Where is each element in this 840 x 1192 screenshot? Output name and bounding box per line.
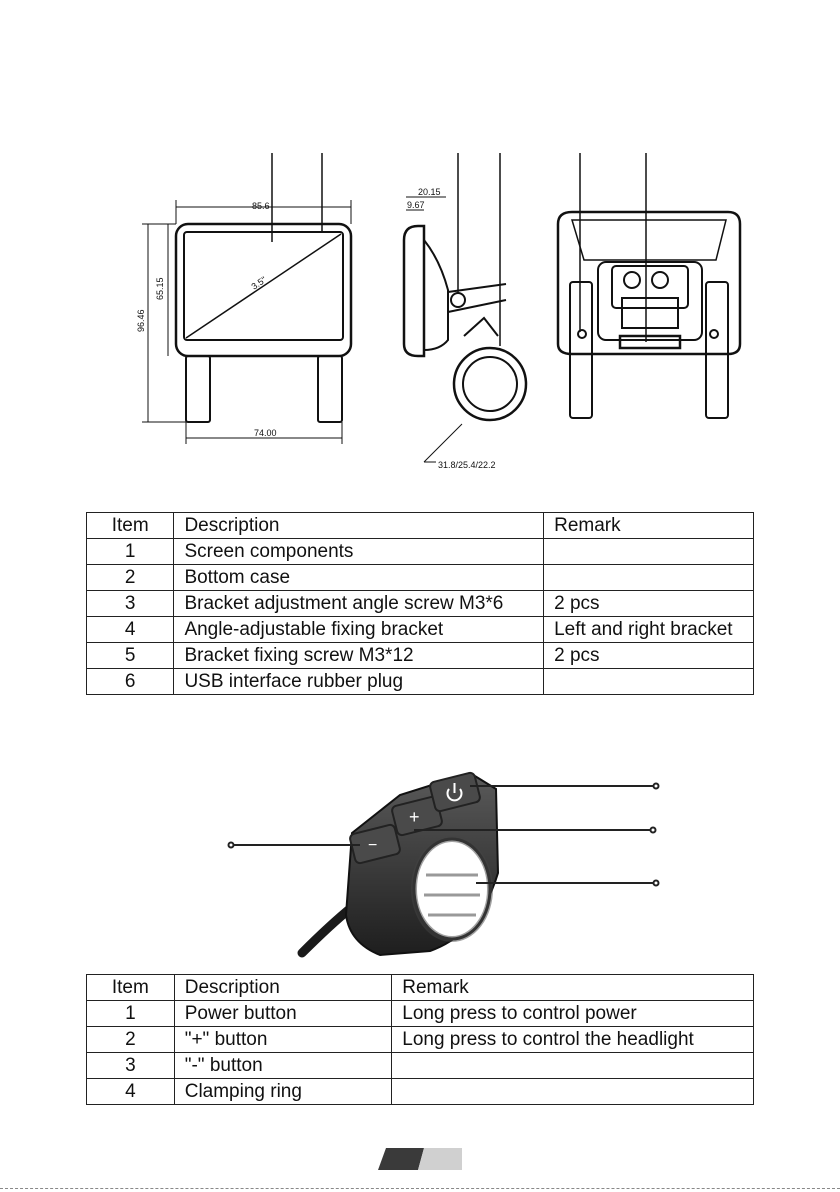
description-cell: Screen components	[173, 538, 545, 565]
item-cell: 2	[86, 1026, 175, 1053]
dim-clamp-diameters: 31.8/25.4/22.2	[438, 460, 496, 470]
item-cell: 4	[85, 616, 175, 643]
item-cell: 1	[86, 1000, 175, 1027]
description-cell: Bracket fixing screw M3*12	[173, 642, 545, 669]
item-cell: 6	[85, 668, 175, 695]
remark-cell	[391, 1078, 754, 1105]
technical-drawing: 85.6 65.15 96.46 74.00 3.5" 20.15 9.67 3…	[136, 153, 742, 470]
header-remark: Remark	[543, 512, 754, 539]
power-icon	[446, 783, 463, 802]
table-row: 4 Angle-adjustable fixing bracket Left a…	[85, 616, 754, 643]
table-row: 2 "+" button Long press to control the h…	[86, 1026, 754, 1053]
table-row: 5 Bracket fixing screw M3*12 2 pcs	[85, 642, 754, 669]
remark-cell: Left and right bracket	[543, 616, 754, 643]
dim-diagonal: 3.5"	[250, 275, 269, 292]
header-item: Item	[86, 974, 175, 1001]
minus-symbol: −	[368, 837, 377, 854]
remark-cell	[543, 538, 754, 565]
page-indicator	[378, 1148, 462, 1170]
remark-cell: Long press to control the headlight	[391, 1026, 754, 1053]
back-view	[556, 153, 742, 419]
table-header-row: Item Description Remark	[86, 974, 754, 1001]
remark-cell	[543, 668, 754, 695]
table-row: 1 Screen components	[85, 538, 754, 565]
description-cell: Angle-adjustable fixing bracket	[173, 616, 545, 643]
remark-cell: Long press to control power	[391, 1000, 754, 1027]
table-row: 1 Power button Long press to control pow…	[86, 1000, 754, 1027]
description-cell: Bracket adjustment angle screw M3*6	[173, 590, 545, 617]
dim-bracket-span: 74.00	[254, 428, 277, 438]
description-cell: USB interface rubber plug	[173, 668, 545, 695]
minus-button-shape	[349, 823, 401, 865]
description-cell: "-" button	[173, 1052, 393, 1079]
side-view	[402, 153, 528, 463]
buttons-table: Item Description Remark 1 Power button L…	[86, 974, 754, 1105]
remark-cell: 2 pcs	[543, 642, 754, 669]
description-cell: Power button	[173, 1000, 393, 1027]
dim-side-depth: 20.15	[418, 187, 441, 197]
page-bottom-rule	[0, 1188, 840, 1189]
item-cell: 4	[86, 1078, 175, 1105]
table-row: 3 "-" button	[86, 1052, 754, 1079]
table-row: 2 Bottom case	[85, 564, 754, 591]
table-header-row: Item Description Remark	[85, 512, 754, 539]
dim-side-thickness: 9.67	[407, 200, 425, 210]
header-item: Item	[85, 512, 175, 539]
dim-screen-height: 65.15	[155, 277, 165, 300]
description-cell: Clamping ring	[173, 1078, 393, 1105]
remark-cell	[543, 564, 754, 591]
item-cell: 1	[85, 538, 175, 565]
description-cell: Bottom case	[173, 564, 545, 591]
header-remark: Remark	[391, 974, 754, 1001]
item-cell: 3	[85, 590, 175, 617]
remark-cell: 2 pcs	[543, 590, 754, 617]
description-cell: "+" button	[173, 1026, 393, 1053]
remark-cell	[391, 1052, 754, 1079]
table-row: 6 USB interface rubber plug	[85, 668, 754, 695]
header-description: Description	[173, 974, 393, 1001]
table-row: 4 Clamping ring	[86, 1078, 754, 1105]
table-row: 3 Bracket adjustment angle screw M3*6 2 …	[85, 590, 754, 617]
item-cell: 3	[86, 1052, 175, 1079]
plus-symbol: +	[409, 807, 420, 827]
item-cell: 5	[85, 642, 175, 669]
dim-width: 85.6	[252, 201, 270, 211]
item-cell: 2	[85, 564, 175, 591]
front-view	[142, 153, 353, 444]
dim-total-height: 96.46	[136, 309, 146, 332]
remote-control-illustration: − +	[227, 771, 660, 958]
parts-table: Item Description Remark 1 Screen compone…	[85, 512, 754, 695]
header-description: Description	[173, 512, 545, 539]
